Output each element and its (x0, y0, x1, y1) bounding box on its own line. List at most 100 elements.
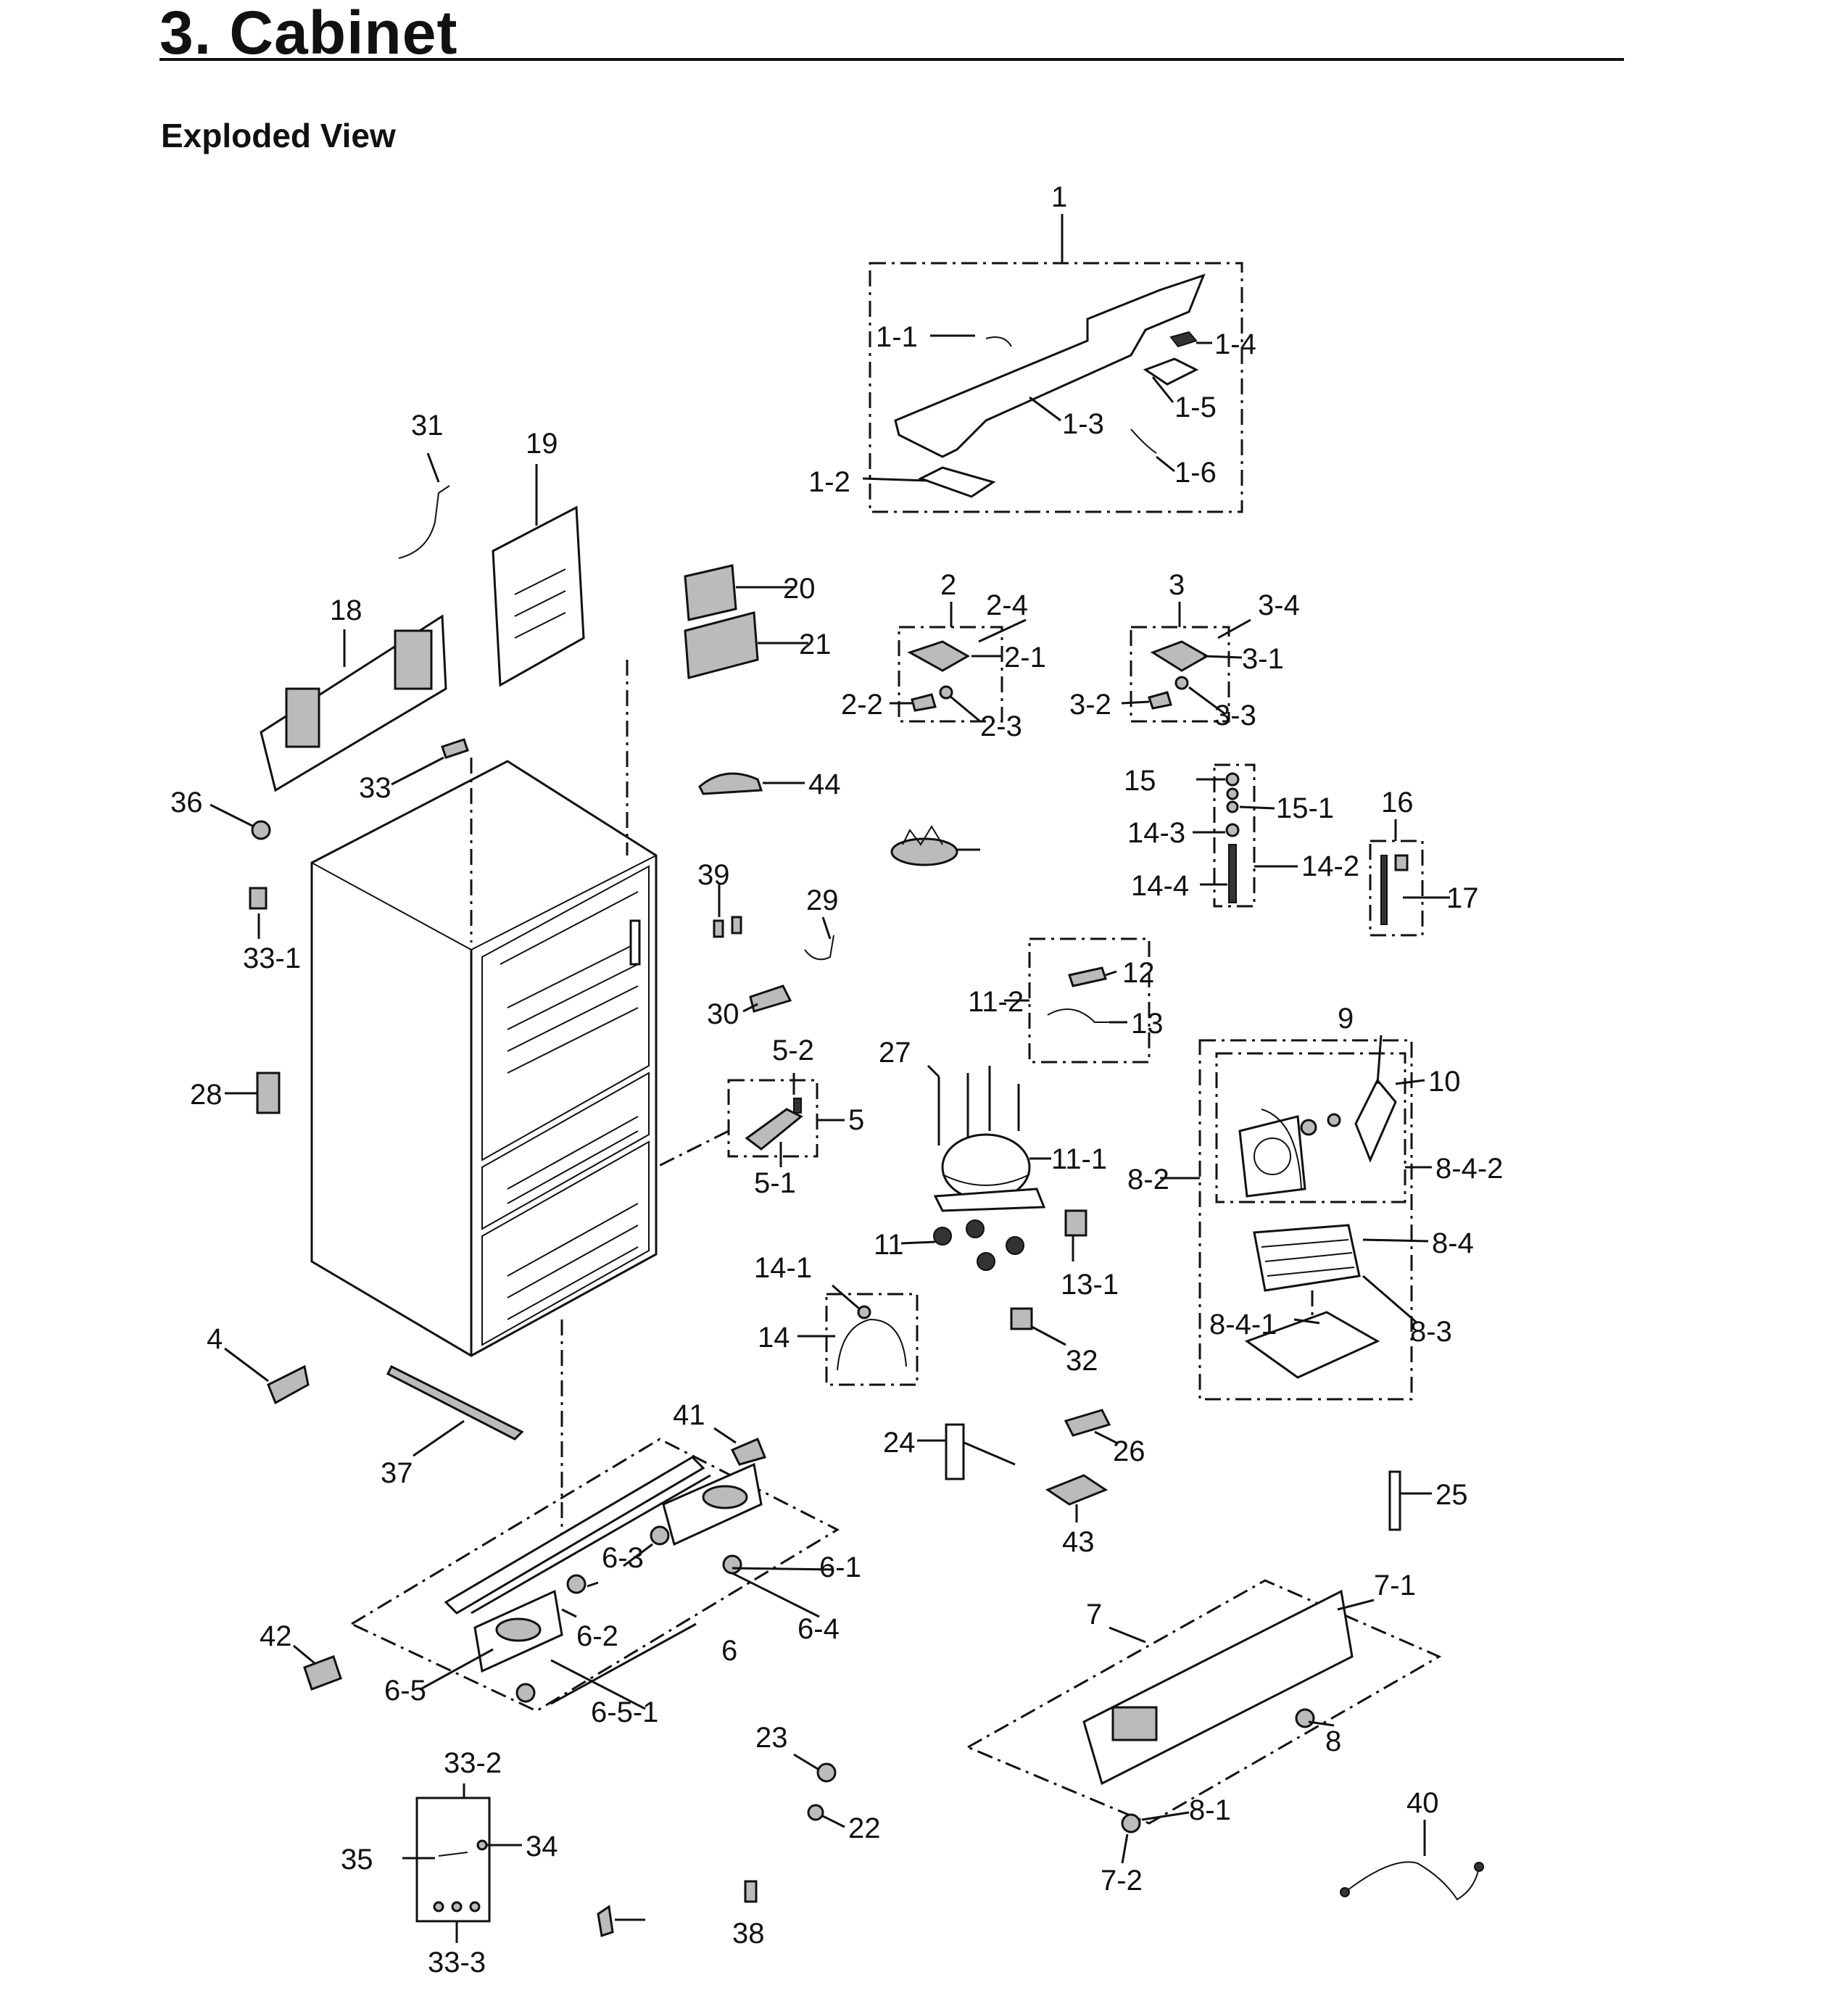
callout-label: 3-2 (1069, 689, 1111, 721)
group-1-top-cover-assembly (862, 214, 1243, 513)
part-22-drier (917, 1423, 1016, 1480)
callout-label: 40 (1406, 1787, 1439, 1819)
group-7-base-plate-assembly (965, 1579, 1442, 1864)
part-26-bracket (225, 1072, 281, 1114)
part-12-relay (1064, 1209, 1087, 1261)
part-39-cap (713, 1427, 767, 1466)
callout-label: 41 (673, 1399, 705, 1431)
callout-label: 15-1 (1276, 792, 1334, 824)
callout-label: 30 (707, 998, 739, 1030)
callout-label: 8-4 (1432, 1227, 1474, 1259)
callout-label: 2-2 (841, 689, 883, 721)
callout-label: 21 (799, 629, 832, 660)
callout-label: 7-1 (1374, 1570, 1416, 1601)
callout-label: 1-4 (1214, 328, 1256, 360)
part-34-knob (210, 803, 271, 840)
callout-label: 6-5-1 (591, 1696, 658, 1728)
callout-label: 11-2 (968, 986, 1024, 1018)
callout-label: 27 (879, 1037, 911, 1069)
cabinet-body (310, 760, 658, 1357)
part-24-bracket (1064, 1409, 1117, 1444)
callout-label: 2-4 (986, 589, 1028, 621)
callout-label: 31 (411, 410, 444, 442)
callout-label: 20 (783, 573, 816, 605)
callout-label: 11-1 (1051, 1143, 1107, 1175)
callout-label: 10 (1428, 1066, 1461, 1098)
callout-label: 17 (1446, 882, 1479, 914)
group-15-hinge-assembly (1369, 819, 1450, 937)
callout-label: 14 (758, 1322, 790, 1354)
callout-label: 43 (1062, 1526, 1095, 1558)
part-20-grommet (807, 1804, 845, 1828)
part-17-panel (492, 464, 585, 687)
callout-label: 8-4-1 (1209, 1309, 1277, 1340)
part-28-bracket (742, 985, 792, 1013)
callout-label: 39 (697, 859, 730, 891)
part-19-pcb (684, 611, 808, 679)
callout-label: 14-1 (754, 1252, 812, 1284)
group-14-hinge-pin-assembly (1193, 763, 1298, 908)
callout-label: 5-2 (772, 1035, 814, 1066)
group-5-hinge-assembly (655, 1073, 845, 1169)
part-37-fittings (713, 884, 742, 938)
callout-label: 29 (806, 884, 839, 916)
callout-label: 33 (359, 772, 391, 804)
part-4-hinge (224, 1347, 310, 1405)
callout-label: 13 (1131, 1008, 1164, 1040)
callout-label: 1 (1051, 181, 1067, 213)
callout-label: 33-1 (243, 942, 301, 974)
part-10-compressor (933, 1066, 1051, 1212)
part-27-wire (804, 916, 834, 961)
part-29-wire (398, 452, 450, 559)
callout-label: 35 (341, 1844, 373, 1876)
part-42-handle (698, 772, 805, 795)
callout-label: 3-1 (1242, 643, 1284, 675)
callout-label: 1-2 (808, 466, 850, 498)
section-subtitle: Exploded View (161, 117, 396, 154)
callout-label: 5-1 (754, 1167, 796, 1199)
part-9-grommets (900, 1219, 1024, 1271)
callout-label: 34 (526, 1831, 558, 1862)
part-40-cap (293, 1644, 342, 1691)
callout-label: 6-5 (384, 1675, 426, 1707)
callout-label: 14-4 (1131, 870, 1189, 902)
part-30-relay (1010, 1307, 1066, 1346)
group-8-evaporator-assembly (1160, 1035, 1432, 1401)
callout-label: 5 (848, 1104, 864, 1136)
callout-label: 8-3 (1410, 1316, 1452, 1348)
callout-label: 8-4-2 (1435, 1153, 1503, 1185)
callout-label: 1-5 (1174, 391, 1217, 423)
part-35-rail (386, 1364, 524, 1457)
callout-label: 33-2 (444, 1747, 502, 1779)
callout-label: 7-2 (1101, 1865, 1143, 1897)
callout-label: 1-1 (876, 321, 918, 353)
callout-label: 23 (755, 1722, 788, 1754)
callout-label: 3 (1169, 569, 1185, 601)
part-32-clip (249, 887, 268, 939)
callout-label: 33-3 (428, 1947, 486, 1978)
callout-label: 6 (721, 1635, 737, 1667)
part-16-back-cover (260, 614, 447, 792)
group-2-hinge-assembly (890, 602, 1027, 723)
callout-label: 16 (1381, 787, 1414, 819)
part-18-pcb (684, 564, 794, 621)
part-21-grommet (793, 1753, 837, 1783)
callout-label: 11 (874, 1229, 904, 1261)
page-title: 3. Cabinet (159, 0, 458, 67)
group-13-wire-assembly (797, 1284, 919, 1386)
callout-label: 28 (190, 1079, 223, 1111)
part-31-bracket (391, 738, 473, 942)
callout-label: 6-4 (797, 1613, 840, 1645)
part-25-bolt (927, 1064, 940, 1078)
callout-label: 25 (1435, 1479, 1468, 1511)
callout-label: 3-3 (1214, 700, 1256, 732)
callout-labels: 1 1-1 1-2 1-3 1-4 1-5 1-6 2 2-1 2-2 2-3 … (170, 181, 1503, 1978)
callout-label: 12 (1122, 957, 1155, 989)
callout-label: 38 (732, 1918, 765, 1949)
title-rule (159, 58, 1624, 61)
group-33-fastener-kit (402, 1783, 522, 1943)
callout-label: 22 (848, 1812, 881, 1844)
callout-label: 44 (808, 768, 841, 800)
callout-label: 8-2 (1127, 1164, 1169, 1195)
